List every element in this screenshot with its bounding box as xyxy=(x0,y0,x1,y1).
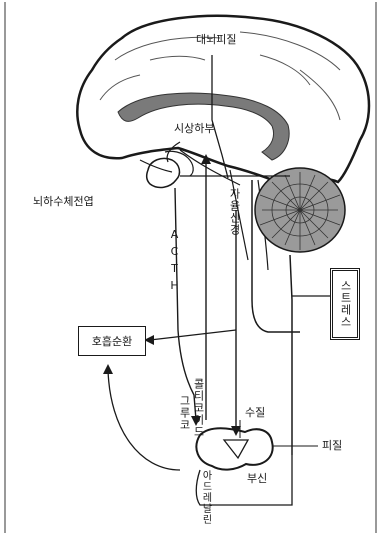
brainstem-lines xyxy=(140,150,268,270)
label-hypothalamus: 시상하부 xyxy=(174,123,214,135)
circulation-box: 호흡순환 xyxy=(78,326,146,356)
adrenaline-curve xyxy=(108,370,180,470)
cortex-to-hypothalamus-line xyxy=(212,55,228,178)
cerebellum xyxy=(255,168,345,252)
label-stress: 스트레스 xyxy=(337,280,353,328)
spinal-cord-right xyxy=(290,255,292,455)
label-adrenal-cortex: 피질 xyxy=(322,440,342,452)
label-acth: ACTH xyxy=(168,228,181,296)
adrenal-medulla-shape xyxy=(224,440,248,458)
pituitary-gland xyxy=(147,158,180,187)
label-respiration-circulation: 호흡순환 xyxy=(92,333,132,349)
label-autonomic-nerve: 자율신경 xyxy=(226,188,242,236)
stress-box: 스트레스 xyxy=(330,268,360,340)
label-anterior-pituitary: 뇌하수체전엽 xyxy=(33,196,94,208)
label-medulla: 수질 xyxy=(245,407,265,419)
label-cerebral-cortex: 대뇌피질 xyxy=(196,34,236,46)
to-circulation-line xyxy=(150,330,236,340)
label-adrenal: 부신 xyxy=(247,473,267,485)
label-glucocorticoid-part2: 콜티코이드 xyxy=(190,378,206,438)
adrenaline-arrowhead xyxy=(103,364,113,374)
adrenal-gland xyxy=(196,428,272,469)
label-adrenaline: 아드레날린 xyxy=(198,470,213,525)
